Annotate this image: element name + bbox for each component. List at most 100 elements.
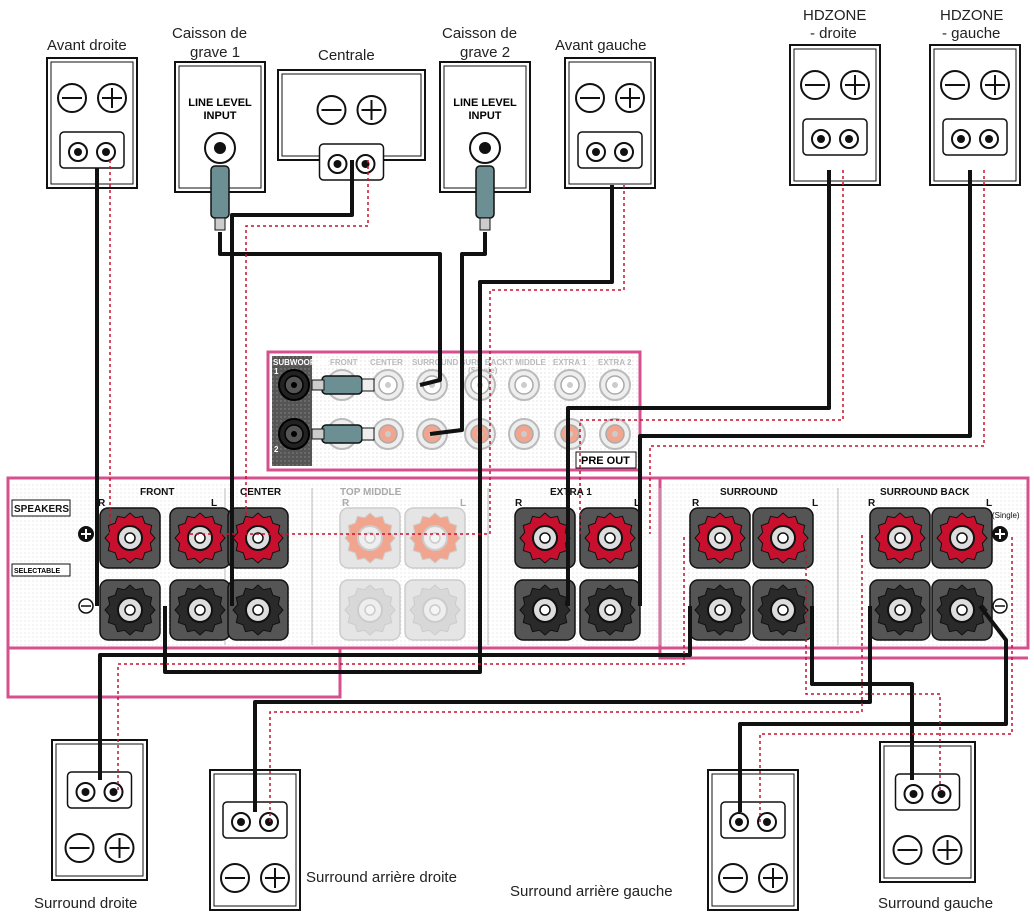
preout-t-middle: T MIDDLE (508, 358, 546, 367)
terminal-extra1-r-positive (514, 507, 576, 569)
cable-center (230, 160, 354, 606)
label-caisson1-b: grave 1 (190, 44, 240, 61)
label-avant-gauche: Avant gauche (555, 37, 646, 54)
speaker-surround-back-left (707, 769, 799, 911)
terminal-front-l-positive (169, 507, 231, 569)
rca-center-left (372, 369, 404, 401)
terminal-surround-l-positive (752, 507, 814, 569)
label-hdzone-l-b: - gauche (942, 25, 1000, 42)
preout-front: FRONT (330, 358, 358, 367)
top-middle-r: R (342, 498, 350, 509)
terminal-surround-back-r-negative (869, 579, 931, 641)
preout-surr-back: SURR BACK (460, 358, 508, 367)
label-centrale: Centrale (318, 47, 375, 64)
extra1-r: R (515, 498, 523, 509)
speaker-labels: Avant droite Caisson de grave 1 Centrale… (34, 7, 1003, 912)
extra1-caption: EXTRA 1 (550, 487, 592, 498)
rca-subwoofer-2 (278, 418, 310, 450)
minus-icon (78, 598, 94, 614)
terminal-front-r-negative (99, 579, 161, 641)
subwoofer-caption: SUBWOOFER (273, 358, 326, 367)
label-surround-gauche: Surround gauche (878, 895, 993, 912)
cable-hdzone-right (566, 170, 831, 606)
stripe-front-left (186, 185, 625, 535)
terminal-surround-back-l-negative (931, 579, 993, 641)
cable-surround-left (810, 606, 914, 780)
front-caption: FRONT (140, 487, 174, 498)
terminal-center-negative (227, 579, 289, 641)
rca-extra2-right (599, 418, 631, 450)
cable-hdzone-left (638, 170, 972, 606)
terminal-center-positive (227, 507, 289, 569)
label-surround-droite: Surround droite (34, 895, 137, 912)
plus-icon (78, 526, 94, 542)
top-middle-l: L (460, 498, 466, 509)
surround-r: R (692, 498, 700, 509)
sub2-caption: 2 (274, 445, 279, 454)
speaker-cables (95, 160, 1008, 812)
terminal-extra1-l-negative (579, 579, 641, 641)
label-caisson2-b: grave 2 (460, 44, 510, 61)
terminal-surround-back-r-positive (869, 507, 931, 569)
terminal-top-middle-l-positive (404, 507, 466, 569)
terminal-extra1-r-negative (514, 579, 576, 641)
rca-center-right (372, 418, 404, 450)
terminal-surround-r-positive (689, 507, 751, 569)
preout-extra1: EXTRA 1 (553, 358, 587, 367)
label-hdzone-r-a: HDZONE (803, 7, 866, 24)
cable-subwoofer-1 (218, 232, 442, 387)
terminal-surround-l-negative (752, 579, 814, 641)
stripe-surround-left (805, 534, 941, 790)
surround-back-caption: SURROUND BACK (880, 487, 970, 498)
cable-subwoofer-2 (429, 232, 487, 436)
input-label: INPUT (204, 110, 237, 122)
rca-plug-subwoofer-1 (311, 375, 375, 395)
surround-back-single: (Single) (992, 511, 1020, 520)
speaker-terminals (99, 507, 993, 641)
cable-front-left (163, 185, 614, 674)
minus-icon-right (992, 598, 1008, 614)
label-caisson1-a: Caisson de (172, 25, 247, 42)
label-hdzone-l-a: HDZONE (940, 7, 1003, 24)
line-level-label: LINE LEVEL (453, 97, 517, 109)
terminal-top-middle-r-negative (339, 579, 401, 641)
stripe-surround-back-right (269, 534, 863, 822)
label-surround-arriere-droite: Surround arrière droite (306, 869, 457, 886)
pre-out-label: PRE OUT (581, 455, 630, 467)
selectable-tag (11, 563, 71, 577)
pre-out-tag (575, 451, 637, 469)
terminal-top-middle-r-positive (339, 507, 401, 569)
top-middle-caption: TOP MIDDLE (340, 487, 402, 498)
label-avant-droite: Avant droite (47, 37, 127, 54)
label-surround-arriere-gauche: Surround arrière gauche (510, 883, 673, 900)
speaker-front-left (564, 57, 656, 189)
pre-out-panel: SUBWOOFER 1 2 FRONT CENTER SURROUND SURR… (266, 350, 642, 472)
terminal-front-r-positive (99, 507, 161, 569)
label-caisson2-a: Caisson de (442, 25, 517, 42)
speakers-label: SPEAKERS (14, 504, 69, 515)
terminal-extra1-l-positive (579, 507, 641, 569)
speakers-tag (11, 499, 71, 517)
center-caption: CENTER (240, 487, 282, 498)
front-r: R (98, 498, 106, 509)
rca-extra2-left (599, 369, 631, 401)
rca-t-middle-right (508, 418, 540, 450)
surround-caption: SURROUND (720, 487, 778, 498)
surround-back-r: R (868, 498, 876, 509)
speaker-hdzone-right (789, 44, 881, 186)
stripe-hdzone-left (649, 170, 985, 534)
rca-subwoofer-1 (278, 369, 310, 401)
preout-surround: SURROUND (412, 358, 458, 367)
extra1-l: L (634, 498, 640, 509)
speaker-surround-left (879, 741, 976, 883)
rca-plug-subwoofer-2 (311, 424, 375, 444)
front-l: L (211, 498, 217, 509)
stripe-hdzone-right (579, 170, 844, 534)
cable-surround-back-right (253, 606, 872, 812)
cable-stripes (109, 160, 1013, 822)
stripe-surround-back-left (759, 534, 1013, 822)
